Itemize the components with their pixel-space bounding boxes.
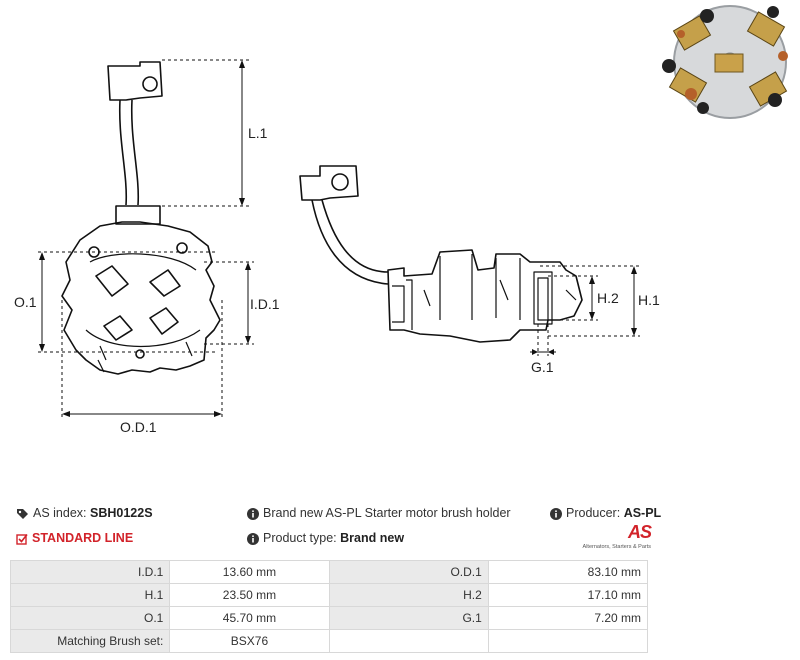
- as-pl-logo: AS Alternators, Starters & Parts: [582, 522, 653, 552]
- standard-line-label: STANDARD LINE: [32, 531, 134, 545]
- left-terminal-tab: [107, 61, 163, 101]
- left-lead-wire: [118, 99, 140, 206]
- spec-label: O.1: [9, 606, 171, 630]
- table-row: I.D.1 13.60 mm O.D.1 83.10 mm: [9, 560, 649, 584]
- spec-empty: [328, 629, 489, 653]
- standard-line-row: STANDARD LINE: [16, 531, 133, 545]
- product-type-label: Product type:: [263, 531, 337, 545]
- spec-value: 45.70 mm: [169, 606, 330, 630]
- dim-od1: O.D.1: [120, 419, 157, 435]
- spec-label: O.D.1: [328, 560, 489, 584]
- spec-table: I.D.1 13.60 mm O.D.1 83.10 mm H.1 23.50 …: [9, 560, 649, 653]
- dim-l1: L.1: [248, 125, 268, 141]
- info-icon: [247, 532, 259, 545]
- spec-value: 13.60 mm: [169, 560, 330, 584]
- right-lead-wire: [311, 199, 389, 285]
- as-index-value: SBH0122S: [90, 506, 153, 520]
- left-holder-body: [61, 221, 221, 375]
- spec-value: BSX76: [169, 629, 330, 653]
- table-row: H.1 23.50 mm H.2 17.10 mm: [9, 583, 649, 607]
- as-index-label: AS index:: [33, 506, 87, 520]
- producer-label: Producer:: [566, 506, 621, 520]
- dim-o1: O.1: [14, 294, 37, 310]
- producer-value: AS-PL: [623, 506, 662, 520]
- spec-label: H.1: [9, 583, 171, 607]
- logo-tagline: Alternators, Starters & Parts: [582, 544, 651, 550]
- spec-value: 23.50 mm: [169, 583, 330, 607]
- spec-empty: [487, 629, 649, 653]
- spec-label: G.1: [328, 606, 489, 630]
- product-description: Brand new AS-PL Starter motor brush hold…: [263, 506, 511, 520]
- table-row: O.1 45.70 mm G.1 7.20 mm: [9, 606, 649, 630]
- dim-id1: I.D.1: [250, 296, 280, 312]
- dim-h1: H.1: [638, 292, 660, 308]
- left-terminal-hole: [142, 76, 158, 92]
- technical-drawing: L.1 O.1 I.D.1 O.D.1 H.2 H.1 G.1: [14, 59, 660, 435]
- checkbox-icon: [16, 533, 28, 545]
- as-index-row: AS index: SBH0122S: [16, 506, 153, 520]
- dim-h2: H.2: [597, 290, 619, 306]
- dim-g1: G.1: [531, 359, 554, 375]
- right-terminal-tab: [299, 165, 359, 201]
- product-type-row: Product type: Brand new: [247, 531, 404, 545]
- product-type-value: Brand new: [340, 531, 405, 545]
- spec-label: I.D.1: [9, 560, 171, 584]
- spec-label: H.2: [328, 583, 489, 607]
- tag-icon: [17, 508, 28, 519]
- spec-value: 7.20 mm: [487, 606, 649, 630]
- product-photo: [662, 5, 788, 119]
- description-row: Brand new AS-PL Starter motor brush hold…: [247, 506, 511, 520]
- table-row: Matching Brush set: BSX76: [9, 629, 649, 653]
- info-icon: [550, 507, 562, 520]
- spec-value: 17.10 mm: [487, 583, 649, 607]
- spec-value: 83.10 mm: [487, 560, 649, 584]
- producer-row: Producer: AS-PL: [550, 506, 661, 520]
- info-icon: [247, 507, 259, 520]
- logo-mark: AS: [627, 522, 652, 542]
- spec-label: Matching Brush set:: [9, 629, 171, 653]
- right-holder-body: [387, 249, 583, 343]
